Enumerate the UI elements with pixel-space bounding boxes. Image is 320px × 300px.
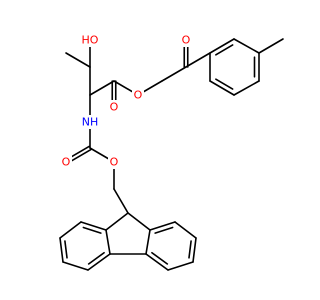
bond-cbeta-cme (65, 52, 91, 68)
atom-o-carbamate-single: O (108, 155, 120, 169)
atom-o-carbamate-double: O (60, 155, 72, 169)
bond-a9a-a1 (80, 221, 107, 231)
bond-a1-a2 (59, 221, 82, 239)
atom-label-o-ester-single: O (134, 89, 143, 102)
bond-r1-r2-inner (215, 44, 234, 56)
atom-label-background (80, 115, 100, 129)
bond-b5-b4b-inner (151, 251, 169, 265)
atom-oh: HO (80, 33, 100, 47)
atom-label-background (60, 155, 72, 169)
atom-label-background (180, 33, 192, 47)
atom-label-o-carbamate-single: O (110, 156, 119, 169)
bond-c9-b8a (127, 212, 151, 231)
atom-o-ester-double: O (108, 100, 120, 114)
bond-b8a-b8-inner (154, 226, 174, 234)
bond-a4-a4a (87, 253, 111, 271)
atom-nh: NH (80, 115, 100, 129)
atom-o-ester-single: O (132, 88, 144, 102)
bond-b6-b5 (167, 261, 194, 271)
bond-b5-b4b (145, 253, 169, 271)
bond-a2-a3 (59, 237, 64, 263)
bond-r1-ck (185, 52, 211, 68)
atom-label-background (80, 33, 100, 47)
bond-r5-r6-inner (215, 78, 234, 90)
bond-r5-r6 (209, 80, 235, 96)
bond-b8a-b8 (149, 221, 176, 231)
bond-c9-a9a (105, 212, 129, 231)
bond-ck-ch2 (161, 66, 187, 82)
bond-r4-r5 (233, 80, 260, 96)
bond-b7-b6 (192, 237, 197, 263)
bond-ch2f-c9 (113, 188, 129, 214)
atom-label-layer: O HO O O NH O O (60, 33, 192, 169)
atom-label-o-carbamate-double: O (62, 156, 71, 169)
atom-label-background (108, 100, 120, 114)
bond-b4b-b8a (145, 229, 151, 255)
bond-b8-b7 (174, 221, 197, 239)
bond-a3-a4 (62, 261, 89, 271)
atom-label-nh: NH (82, 116, 99, 129)
atom-label-background (132, 88, 144, 102)
bond-layer (59, 38, 284, 271)
bond-a9a-a1-inner (82, 226, 102, 234)
bond-r1-r2 (209, 38, 235, 54)
bond-a4a-a9a (105, 229, 111, 255)
bond-a4-a4a-inner (87, 251, 105, 265)
bond-b7-b6-inner (188, 240, 192, 259)
bond-a2-a3-inner (64, 240, 68, 259)
atom-label-o-ester-double: O (110, 101, 119, 114)
atom-label-background (108, 155, 120, 169)
molecule-structure: O HO O O NH O O (59, 33, 284, 271)
atom-label-o-ketone: O (182, 34, 191, 47)
bond-cest-calpha (89, 80, 115, 96)
bond-r3-me (258, 38, 284, 54)
bond-r2-r3 (233, 38, 260, 54)
atom-label-oh: HO (82, 34, 99, 47)
structure-diagram: O HO O O NH O O (59, 33, 284, 271)
atom-o-ketone: O (180, 33, 192, 47)
